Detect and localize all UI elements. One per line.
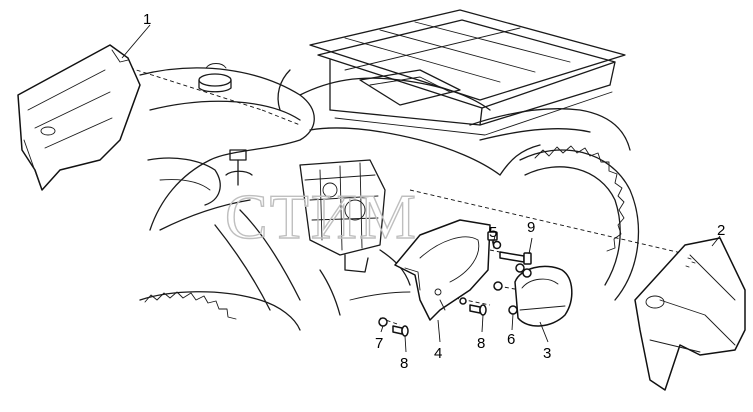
nut-6b[interactable]: [522, 268, 532, 278]
callout-8-left: 8: [400, 355, 408, 372]
callout-8-right: 8: [477, 335, 485, 352]
screw-8-left[interactable]: [392, 325, 409, 337]
callout-5: 5: [489, 224, 497, 241]
part-3-round-cover[interactable]: [514, 265, 573, 327]
callout-9: 9: [527, 219, 535, 236]
callout-2: 2: [717, 222, 725, 239]
screw-8-right[interactable]: [459, 297, 487, 316]
nut-6d[interactable]: [508, 305, 518, 315]
rear-fender: [469, 108, 631, 176]
callout-4: 4: [434, 345, 442, 362]
callout-1: 1: [143, 11, 151, 28]
part-2-right-side-cover[interactable]: [634, 237, 746, 391]
fuel-cap: [198, 73, 232, 87]
part-4-bracket-panel[interactable]: [394, 219, 491, 321]
callout-7: 7: [375, 335, 383, 352]
engine: [299, 159, 386, 273]
bolt-9[interactable]: [499, 251, 532, 265]
nut-6c[interactable]: [493, 281, 503, 291]
rear-cargo-rack: [309, 9, 626, 136]
washer-5[interactable]: [492, 240, 502, 250]
rear-tire: [519, 145, 639, 301]
callout-3: 3: [543, 345, 551, 362]
leader-lines: [121, 24, 721, 353]
front-tire: [139, 291, 301, 331]
part-1-left-side-cover[interactable]: [17, 44, 141, 191]
nut-6a[interactable]: [515, 263, 525, 273]
callout-6: 6: [507, 331, 515, 348]
callout-numbers: 1 2 3 4 5 6 7 8 8 9: [143, 11, 725, 372]
watermark: СТИМ: [225, 181, 418, 252]
nut-7[interactable]: [378, 317, 388, 327]
atv-body-outline: [139, 63, 501, 316]
